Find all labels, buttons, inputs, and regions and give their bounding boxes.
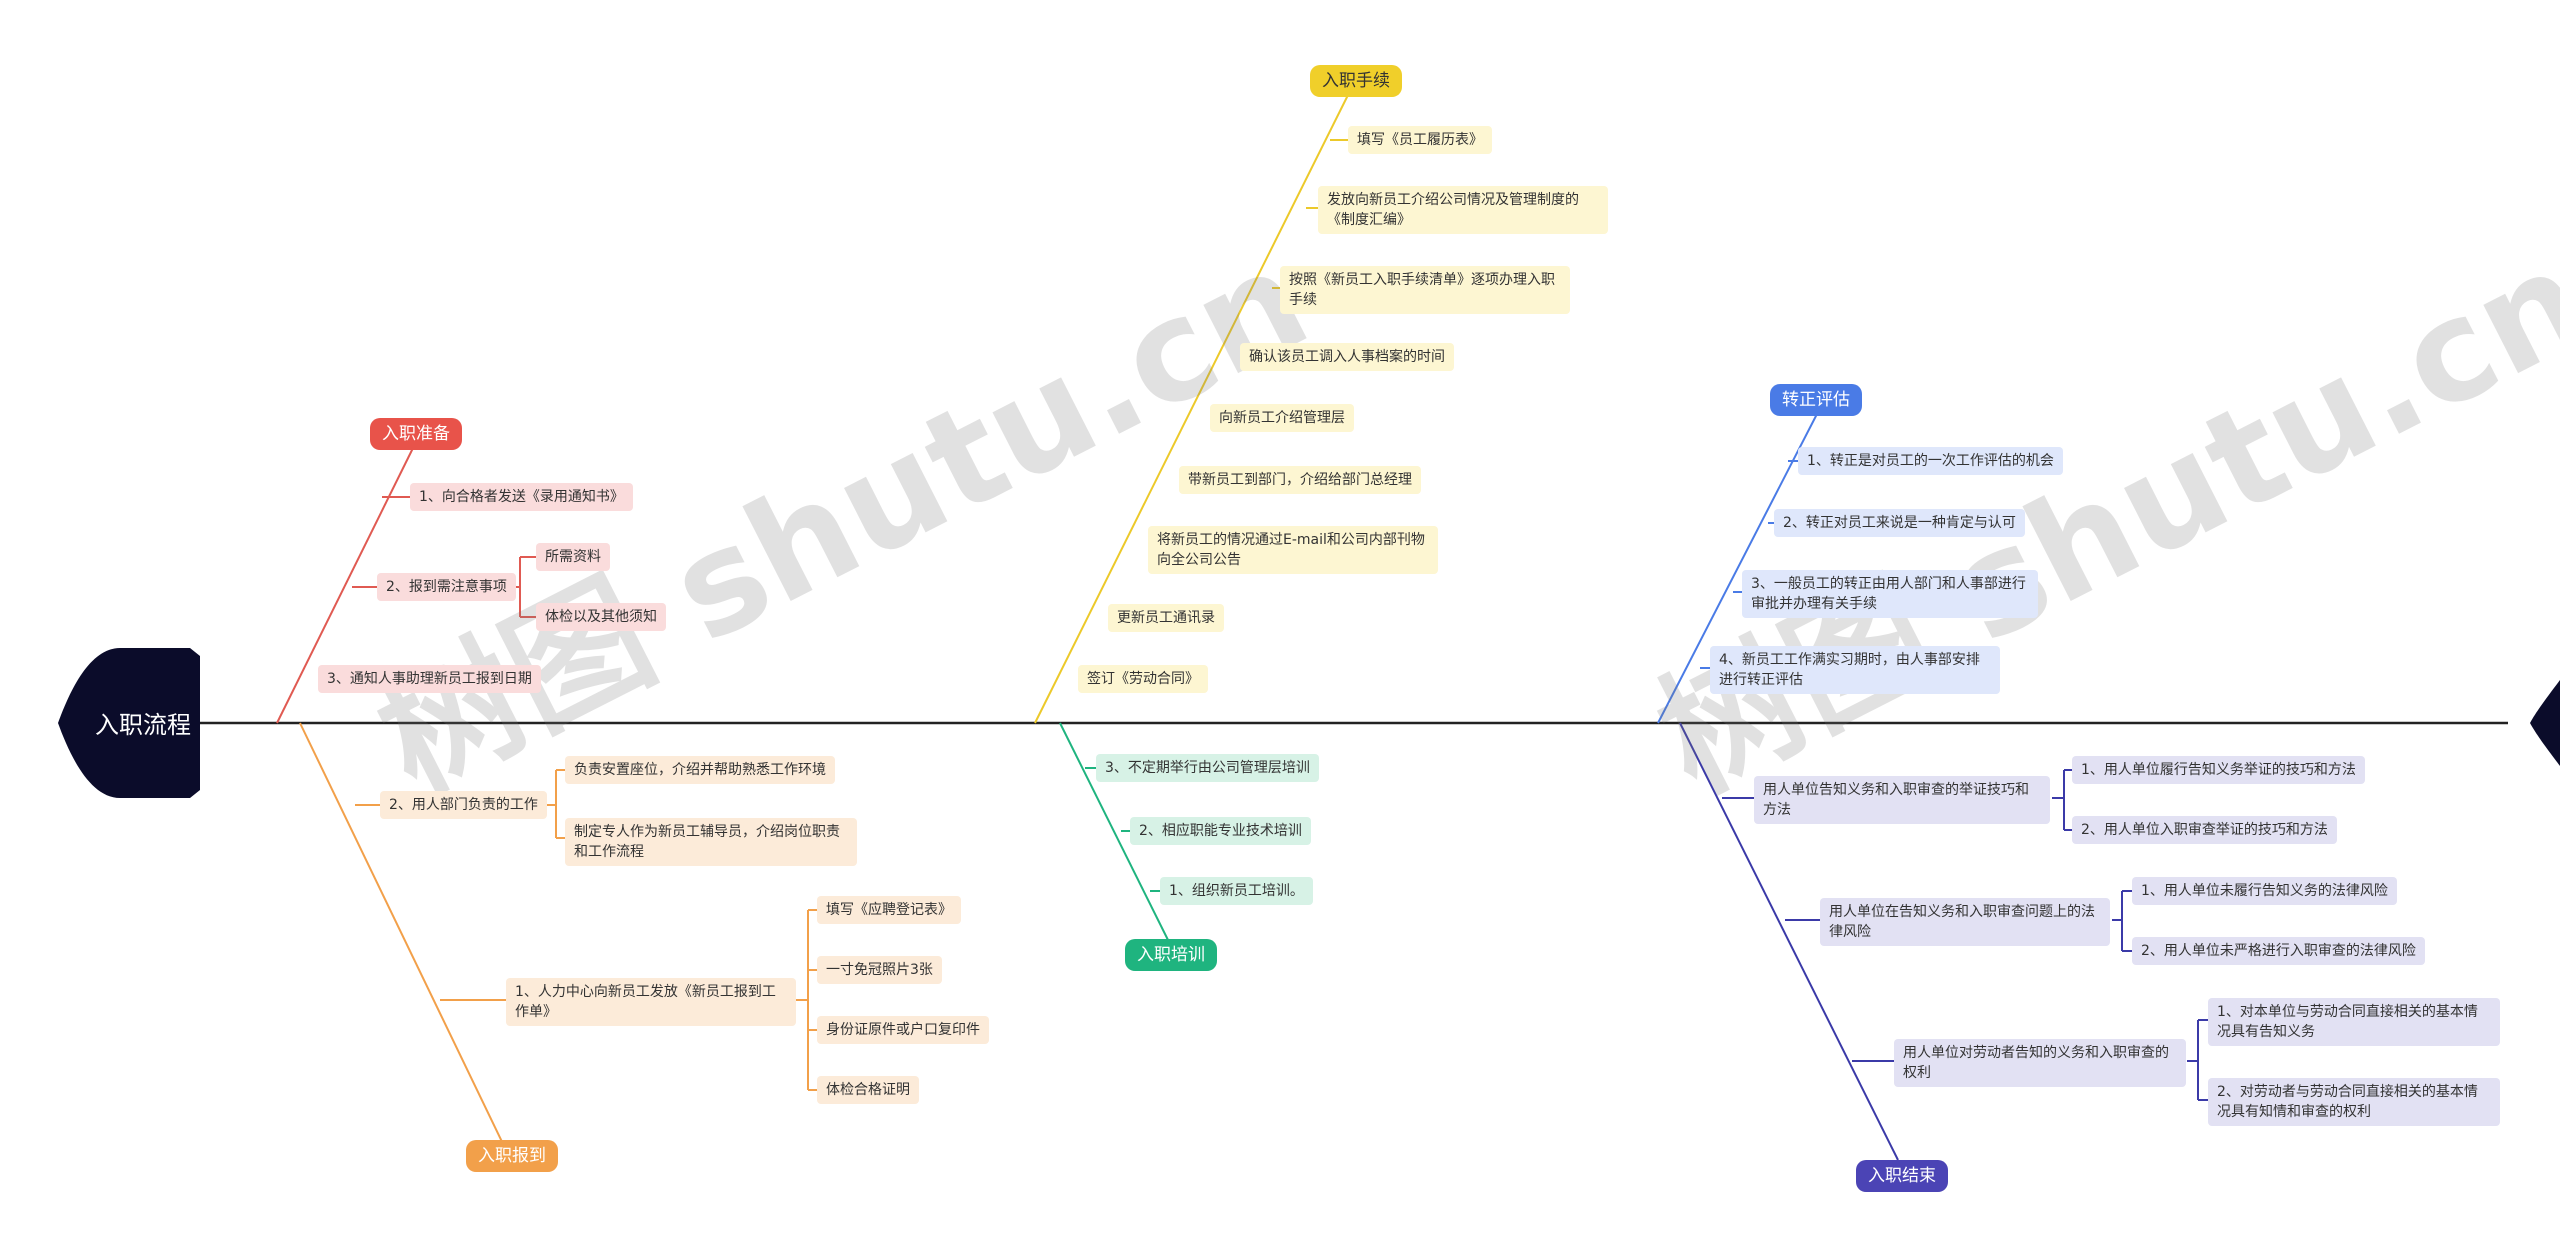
report-item[interactable]: 2、用人部门负责的工作 — [380, 791, 547, 819]
procedures-item[interactable]: 发放向新员工介绍公司情况及管理制度的《制度汇编》 — [1318, 186, 1608, 234]
end-proof-subitem[interactable]: 1、用人单位履行告知义务举证的技巧和方法 — [2072, 756, 2365, 784]
training-item[interactable]: 1、组织新员工培训。 — [1160, 877, 1313, 905]
report-hr-subitem[interactable]: 体检合格证明 — [817, 1076, 919, 1104]
branch-prep-title[interactable]: 入职准备 — [370, 418, 462, 450]
procedures-item[interactable]: 将新员工的情况通过E-mail和公司内部刊物向全公司公告 — [1148, 526, 1438, 574]
training-item[interactable]: 3、不定期举行由公司管理层培训 — [1096, 754, 1319, 782]
review-item[interactable]: 2、转正对员工来说是一种肯定与认可 — [1774, 509, 2025, 537]
branch-review-title[interactable]: 转正评估 — [1770, 384, 1862, 416]
branch-end-title[interactable]: 入职结束 — [1856, 1160, 1948, 1192]
end-risk-subitem[interactable]: 1、用人单位未履行告知义务的法律风险 — [2132, 877, 2397, 905]
report-hr-subitem[interactable]: 一寸免冠照片3张 — [817, 956, 942, 984]
report-hr-subitem[interactable]: 填写《应聘登记表》 — [817, 896, 961, 924]
root-shape — [58, 648, 200, 798]
prep-item[interactable]: 2、报到需注意事项 — [377, 573, 516, 601]
procedures-item[interactable]: 向新员工介绍管理层 — [1210, 404, 1354, 432]
report-hr-subitem[interactable]: 身份证原件或户口复印件 — [817, 1016, 989, 1044]
procedures-item[interactable]: 填写《员工履历表》 — [1348, 126, 1492, 154]
end-item[interactable]: 用人单位在告知义务和入职审查问题上的法律风险 — [1820, 898, 2110, 946]
end-item[interactable]: 用人单位对劳动者告知的义务和入职审查的权利 — [1894, 1039, 2186, 1087]
report-dept-subitem[interactable]: 制定专人作为新员工辅导员，介绍岗位职责和工作流程 — [565, 818, 857, 866]
root-title: 入职流程 — [95, 711, 191, 739]
review-item[interactable]: 1、转正是对员工的一次工作评估的机会 — [1798, 447, 2063, 475]
end-risk-subitem[interactable]: 2、用人单位未严格进行入职审查的法律风险 — [2132, 937, 2425, 965]
end-rights-subitem[interactable]: 1、对本单位与劳动合同直接相关的基本情况具有告知义务 — [2208, 998, 2500, 1046]
procedures-item[interactable]: 签订《劳动合同》 — [1078, 665, 1208, 693]
report-item[interactable]: 1、人力中心向新员工发放《新员工报到工作单》 — [506, 978, 796, 1026]
prep-subitem[interactable]: 所需资料 — [536, 543, 610, 571]
branch-procedures-title[interactable]: 入职手续 — [1310, 65, 1402, 97]
branch-report-title[interactable]: 入职报到 — [466, 1140, 558, 1172]
end-proof-subitem[interactable]: 2、用人单位入职审查举证的技巧和方法 — [2072, 816, 2337, 844]
branch-training-title[interactable]: 入职培训 — [1125, 939, 1217, 971]
procedures-item[interactable]: 确认该员工调入人事档案的时间 — [1240, 343, 1454, 371]
prep-item[interactable]: 3、通知人事助理新员工报到日期 — [318, 665, 541, 693]
procedures-item[interactable]: 按照《新员工入职手续清单》逐项办理入职手续 — [1280, 266, 1570, 314]
report-dept-subitem[interactable]: 负责安置座位，介绍并帮助熟悉工作环境 — [565, 756, 835, 784]
procedures-item[interactable]: 更新员工通讯录 — [1108, 604, 1224, 632]
end-rights-subitem[interactable]: 2、对劳动者与劳动合同直接相关的基本情况具有知情和审查的权利 — [2208, 1078, 2500, 1126]
training-item[interactable]: 2、相应职能专业技术培训 — [1130, 817, 1311, 845]
end-item[interactable]: 用人单位告知义务和入职审查的举证技巧和方法 — [1754, 776, 2050, 824]
tail-shape — [2530, 680, 2560, 766]
review-item[interactable]: 4、新员工工作满实习期时，由人事部安排进行转正评估 — [1710, 646, 2000, 694]
prep-item[interactable]: 1、向合格者发送《录用通知书》 — [410, 483, 633, 511]
prep-subitem[interactable]: 体检以及其他须知 — [536, 603, 666, 631]
procedures-item[interactable]: 带新员工到部门，介绍给部门总经理 — [1179, 466, 1421, 494]
review-item[interactable]: 3、一般员工的转正由用人部门和人事部进行审批并办理有关手续 — [1742, 570, 2038, 618]
